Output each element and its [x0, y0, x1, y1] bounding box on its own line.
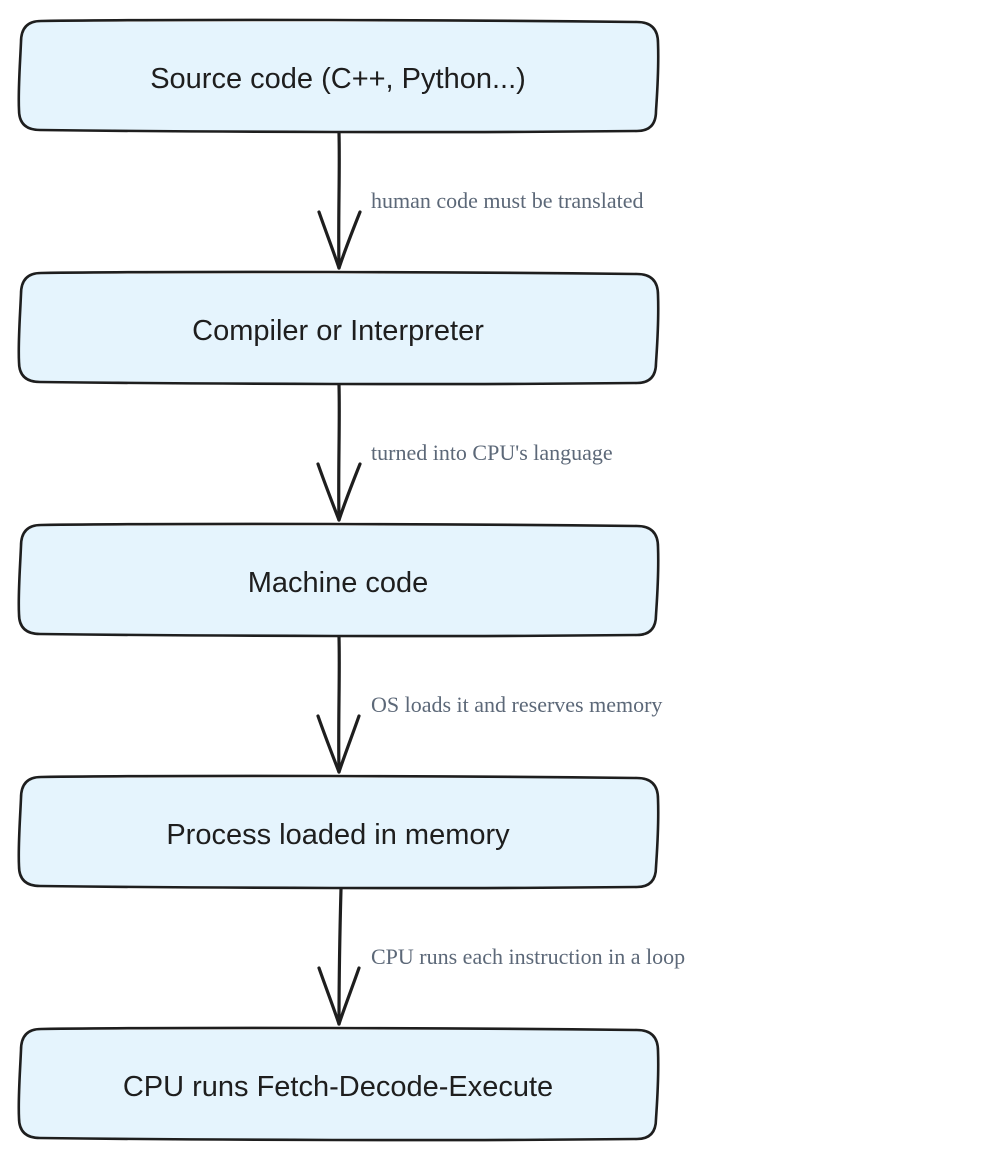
- edge-label: turned into CPU's language: [371, 440, 613, 465]
- node-box: [20, 1030, 657, 1139]
- node-compiler-interpreter: Compiler or Interpreter: [17, 270, 660, 386]
- node-label: CPU runs Fetch-Decode-Execute: [123, 1071, 553, 1103]
- node-label: Machine code: [248, 567, 429, 599]
- node-box: [20, 778, 657, 887]
- edge-label: OS loads it and reserves memory: [371, 692, 662, 717]
- node-outline: [17, 270, 660, 386]
- edge-label: human code must be translated: [371, 188, 643, 213]
- node-source-code: Source code (C++, Python...): [17, 18, 660, 134]
- edge-source-to-compiler: human code must be translated: [317, 131, 643, 270]
- node-outline: [17, 1026, 660, 1142]
- arrow-shaft: [337, 887, 343, 1026]
- node-label: Source code (C++, Python...): [150, 63, 526, 95]
- node-label: Compiler or Interpreter: [192, 315, 484, 347]
- node-label: Process loaded in memory: [166, 819, 510, 851]
- arrow-head-icon: [316, 462, 362, 522]
- arrow-shaft: [337, 131, 341, 270]
- arrow-shaft: [337, 635, 341, 774]
- node-outline: [17, 18, 660, 134]
- node-machine-code: Machine code: [17, 522, 660, 638]
- arrow-head-icon: [317, 966, 361, 1026]
- edge-process-to-cpu: CPU runs each instruction in a loop: [317, 887, 685, 1026]
- node-process-in-memory: Process loaded in memory: [17, 774, 660, 890]
- edge-machine-code-to-process: OS loads it and reserves memory: [316, 635, 662, 774]
- arrow-head-icon: [317, 210, 362, 270]
- node-outline: [17, 774, 660, 890]
- node-outline: [17, 522, 660, 638]
- edge-compiler-to-machine-code: turned into CPU's language: [316, 383, 613, 522]
- node-fetch-decode-execute: CPU runs Fetch-Decode-Execute: [17, 1026, 660, 1142]
- arrow-shaft: [337, 383, 341, 522]
- node-box: [20, 22, 657, 131]
- node-box: [20, 274, 657, 383]
- edge-label: CPU runs each instruction in a loop: [371, 944, 685, 969]
- arrow-head-icon: [316, 714, 361, 774]
- node-box: [20, 526, 657, 635]
